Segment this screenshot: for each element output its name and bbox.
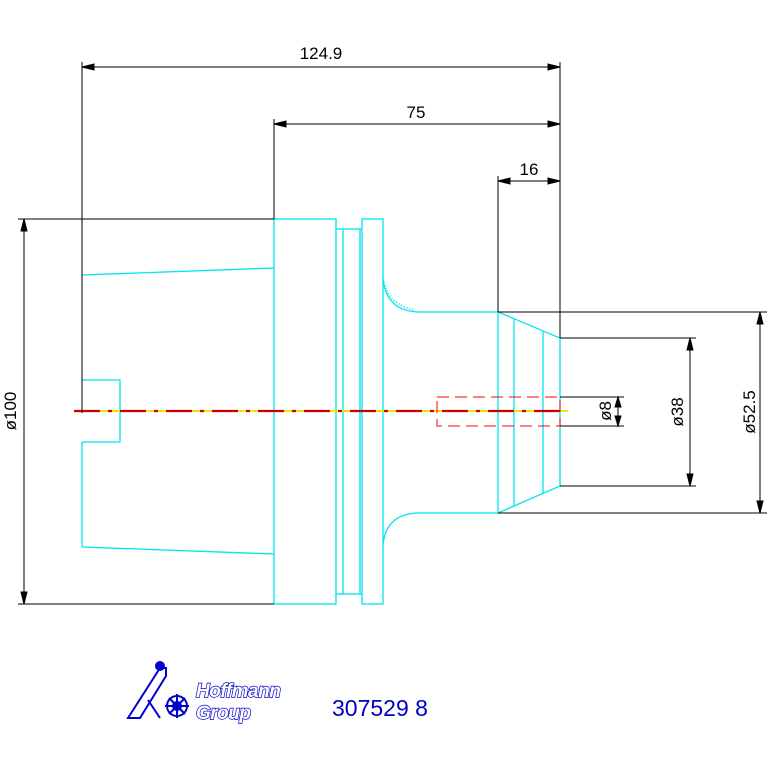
dim-dia-neck: ø52.5	[740, 390, 759, 433]
dim-bore-depth: 16	[520, 160, 539, 179]
part-number: 307529 8	[332, 695, 428, 721]
neck-top	[382, 277, 498, 313]
nose-cone-top	[497, 311, 561, 514]
dim-overall-length: 124.9	[300, 44, 343, 63]
dim-dia-taper: ø38	[668, 397, 687, 426]
hoffmann-logo: Hoffmann Group	[126, 661, 282, 725]
hidden-bore	[436, 396, 561, 427]
dim-dia-body: ø100	[1, 392, 20, 431]
brand-line1: Hoffmann	[196, 681, 280, 702]
taper-top	[81, 267, 275, 276]
dim-shank-length: 75	[407, 103, 426, 122]
dim-dia-bore: ø8	[596, 401, 615, 421]
dimension-lines	[18, 62, 767, 605]
fillet-hatch	[383, 281, 415, 311]
logo-mark	[126, 661, 189, 719]
taper-bottom	[81, 546, 275, 555]
neck-bottom	[382, 512, 498, 546]
brand-line2: Group	[196, 703, 251, 724]
